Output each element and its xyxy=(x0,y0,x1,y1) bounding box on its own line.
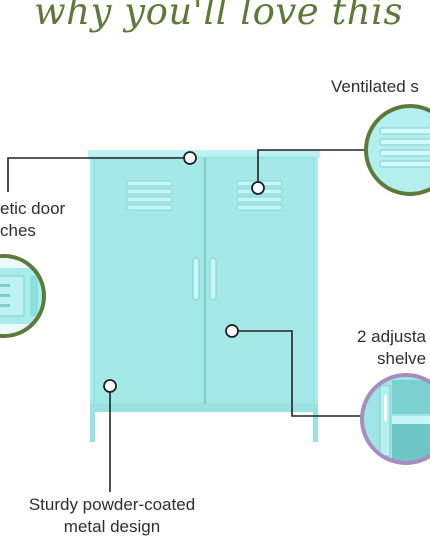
vent-zoom-circle xyxy=(364,104,430,196)
feature-label-latches-line2: ches xyxy=(0,221,36,240)
vent-callout-line xyxy=(257,149,368,188)
feature-label-shelves-line2: shelve xyxy=(377,349,427,368)
feature-label-shelves-line1: 2 adjusta xyxy=(357,327,426,346)
right-vent xyxy=(236,180,283,211)
left-handle xyxy=(192,257,200,301)
feature-label-metal-line2: metal design xyxy=(63,517,161,536)
cabinet-right-door xyxy=(205,157,315,405)
left-leg xyxy=(90,410,95,442)
shelf-zoom-circle xyxy=(360,373,430,465)
metal-marker xyxy=(103,379,117,393)
cabinet-left-door xyxy=(93,157,205,405)
cabinet-base xyxy=(90,404,318,412)
cabinet xyxy=(88,150,320,442)
cabinet-top xyxy=(88,150,320,158)
left-vent xyxy=(126,180,173,211)
latch-callout-line xyxy=(7,157,190,192)
right-leg xyxy=(313,410,318,442)
latch-zoom-circle xyxy=(0,254,46,338)
feature-label-metal-line1: Sturdy powder-coated xyxy=(28,495,196,514)
callout-markers xyxy=(103,151,265,393)
feature-label-ventilated: Ventilated s xyxy=(331,77,419,96)
callout-lines xyxy=(7,149,368,492)
right-handle xyxy=(209,257,217,301)
feature-label-latches-line1: etic door xyxy=(0,199,66,218)
vent-marker xyxy=(251,181,265,195)
shelf-callout-line xyxy=(232,330,368,417)
headline: why you'll love this xyxy=(34,0,403,33)
latch-marker xyxy=(183,151,197,165)
shelf-marker xyxy=(225,324,239,338)
